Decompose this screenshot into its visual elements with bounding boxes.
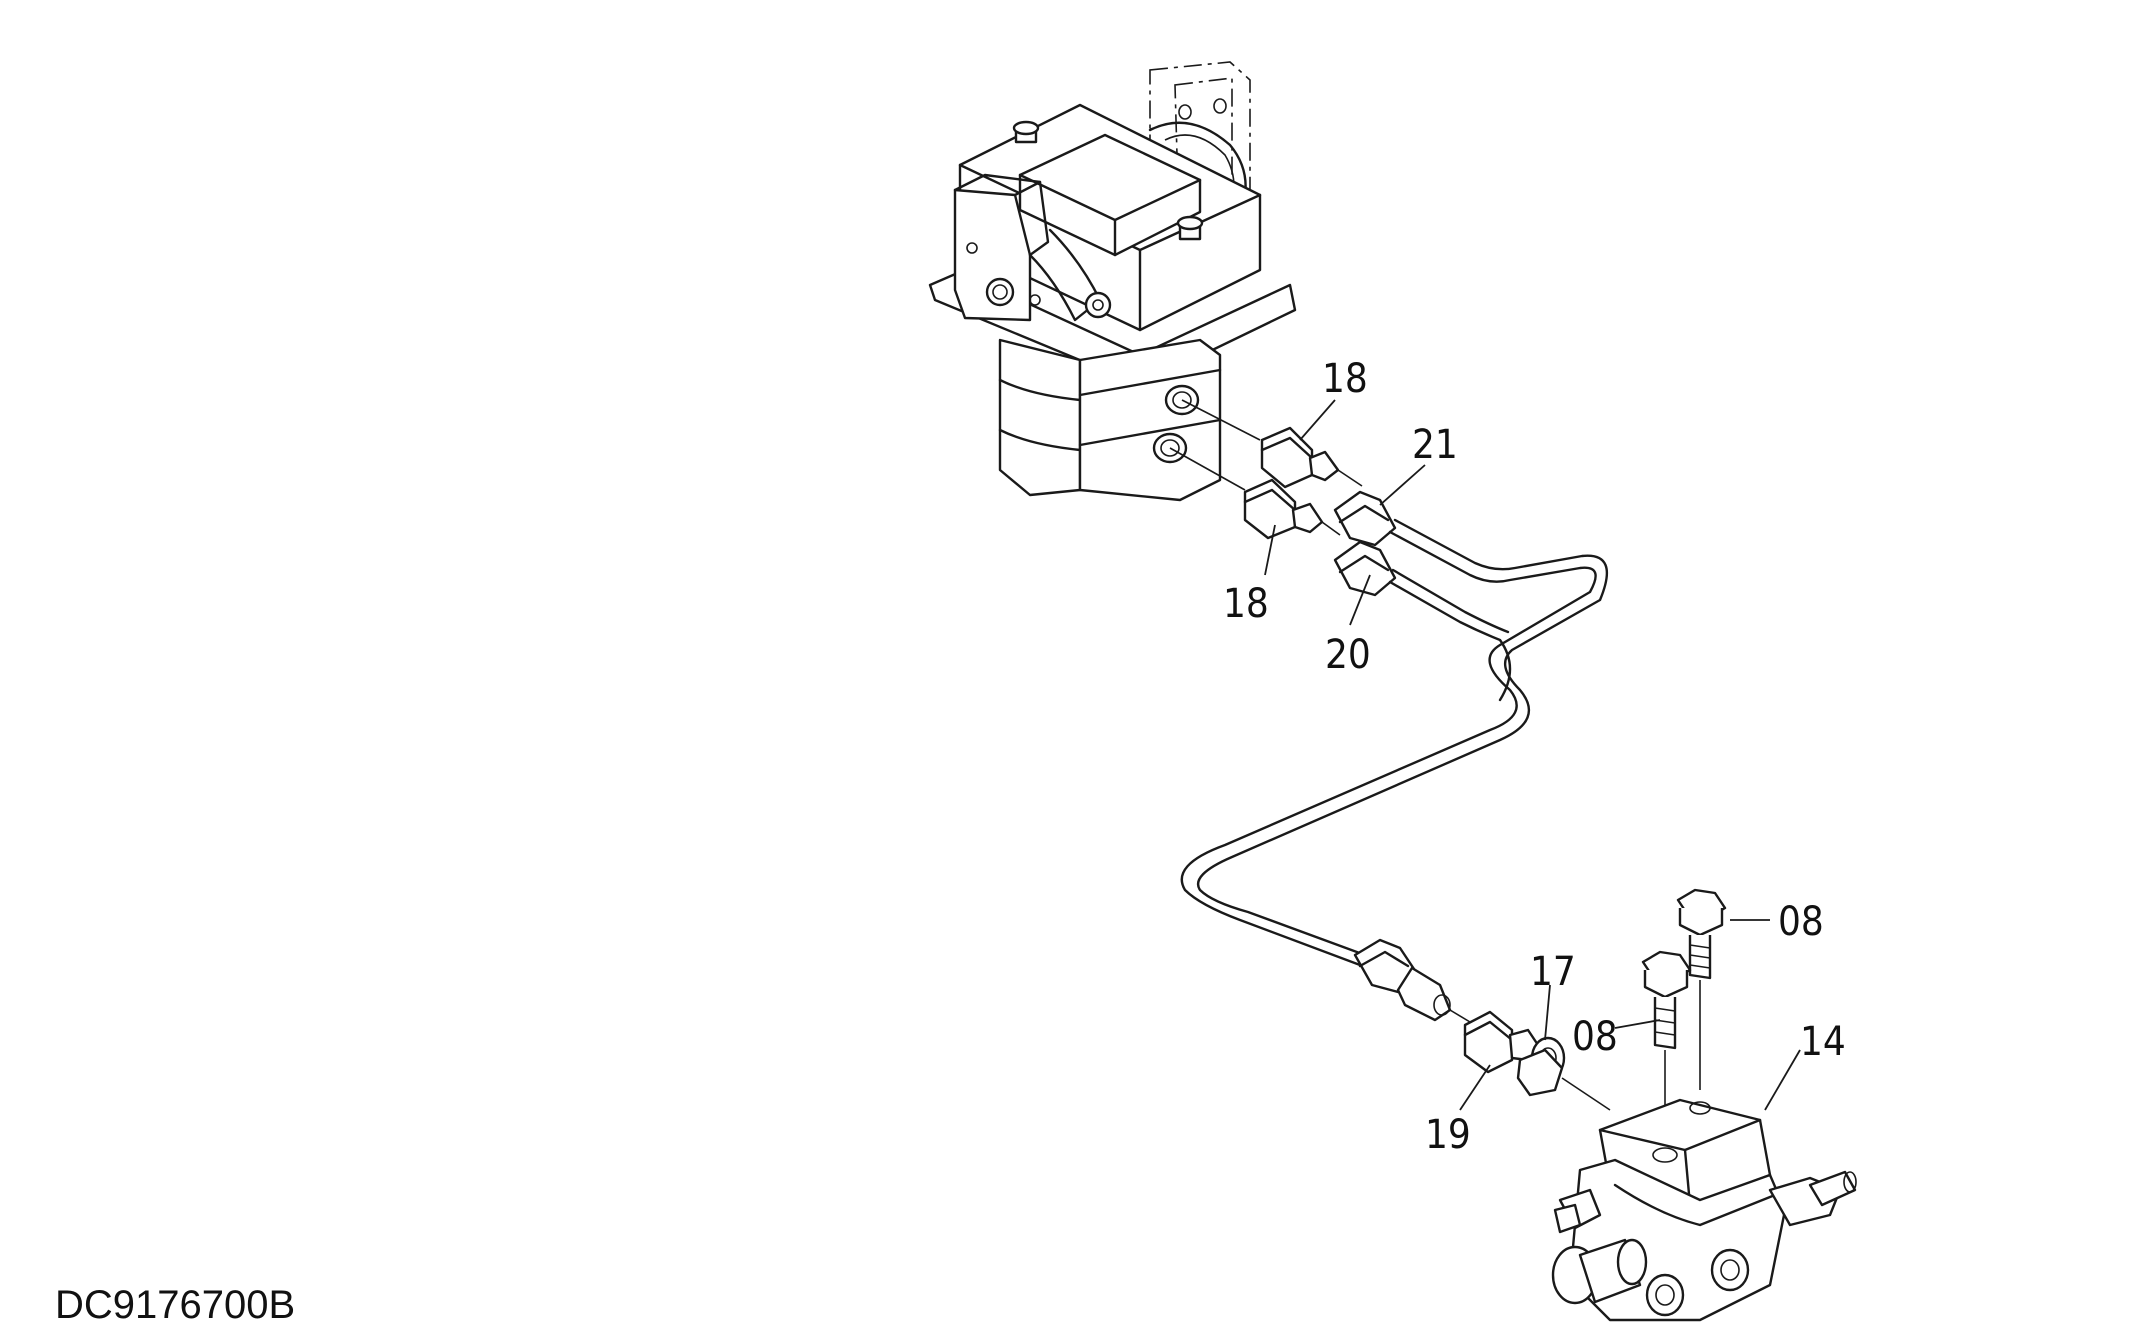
bolt-08-upper	[1676, 888, 1727, 1090]
callout-21: 21	[1412, 422, 1458, 468]
fitting-18-lower	[1243, 478, 1341, 540]
drawing-id: DC9176700B	[55, 1283, 295, 1327]
pipe-20	[1333, 540, 1512, 702]
callout-08-mid: 08	[1572, 1014, 1618, 1060]
fitting-18-upper	[1260, 426, 1363, 489]
callout-18-bottom: 18	[1223, 581, 1269, 627]
callout-18-top: 18	[1322, 356, 1368, 402]
bolt-08-lower	[1641, 950, 1692, 1160]
callout-14: 14	[1800, 1019, 1846, 1065]
pipe-end-connector	[1353, 938, 1471, 1023]
washer-17	[1516, 1036, 1611, 1111]
callout-labels: 18 21 18 20 08 08 17 14 19	[1223, 356, 1846, 1158]
callout-17: 17	[1530, 949, 1576, 995]
callout-20: 20	[1325, 632, 1371, 678]
fitting-19	[1463, 1010, 1542, 1074]
callout-19: 19	[1425, 1112, 1471, 1158]
callout-08-top: 08	[1778, 899, 1824, 945]
leader-lines	[1264, 399, 1801, 1111]
valve-assembly	[928, 61, 1297, 502]
pipe-21	[1180, 490, 1609, 967]
valve-14	[1551, 1098, 1857, 1322]
